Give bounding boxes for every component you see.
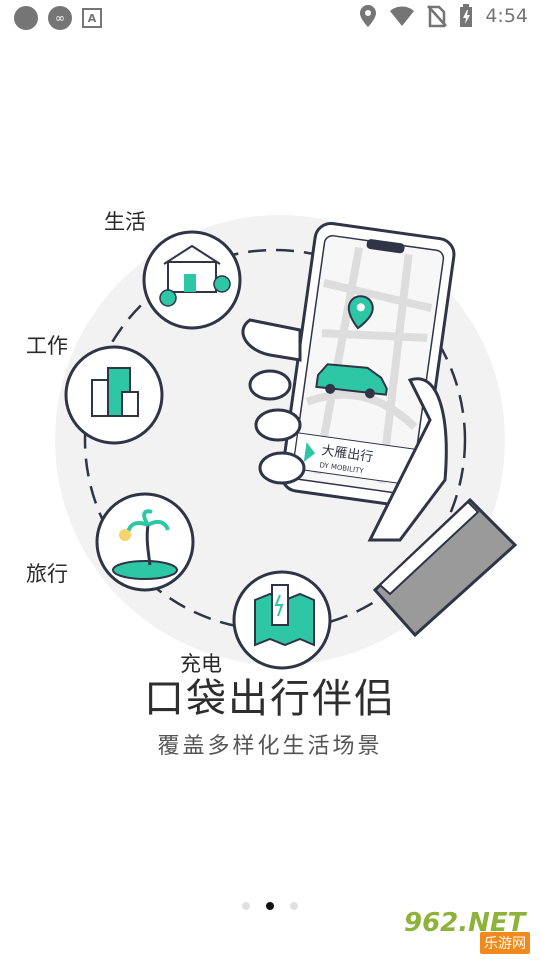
category-label-work: 工作 bbox=[26, 334, 68, 358]
circle-icon bbox=[14, 6, 38, 30]
category-badge-life bbox=[142, 230, 242, 330]
hand-graphic bbox=[241, 318, 518, 638]
category-badge-charging bbox=[232, 570, 332, 670]
onboarding-title: 口袋出行伴侣 bbox=[144, 676, 396, 722]
onboarding-subtitle: 覆盖多样化生活场景 bbox=[157, 734, 383, 759]
category-badge-work bbox=[64, 345, 164, 445]
status-time: 4:54 bbox=[485, 5, 528, 27]
page-dot-2[interactable] bbox=[266, 902, 274, 910]
phone-graphic: 大雁出行 DY MOBILITY bbox=[280, 221, 456, 508]
brand-name: 大雁出行 bbox=[320, 443, 374, 465]
page-dot-1[interactable] bbox=[242, 902, 250, 910]
cloud-app-icon: ∞ bbox=[48, 6, 72, 30]
status-bar: ∞ A 4:54 bbox=[0, 0, 540, 36]
category-label-charging: 充电 bbox=[180, 652, 222, 676]
page-indicator[interactable] bbox=[0, 902, 540, 910]
category-badge-travel bbox=[95, 492, 195, 592]
a-app-icon: A bbox=[82, 8, 102, 28]
location-icon bbox=[360, 5, 377, 27]
watermark-sub: 乐游网 bbox=[480, 932, 530, 954]
watermark-logo: 962.NET 乐游网 bbox=[404, 908, 534, 954]
category-label-travel: 旅行 bbox=[26, 562, 68, 586]
battery-charging-icon bbox=[460, 4, 473, 27]
illustration-svg: 大雁出行 DY MOBILITY bbox=[55, 215, 518, 670]
no-sim-icon bbox=[427, 5, 448, 28]
hero-illustration: 大雁出行 DY MOBILITY bbox=[0, 180, 540, 700]
dashed-orbit bbox=[83, 248, 467, 632]
wifi-icon bbox=[390, 6, 415, 26]
page-dot-3[interactable] bbox=[290, 902, 298, 910]
category-label-life: 生活 bbox=[104, 210, 146, 234]
